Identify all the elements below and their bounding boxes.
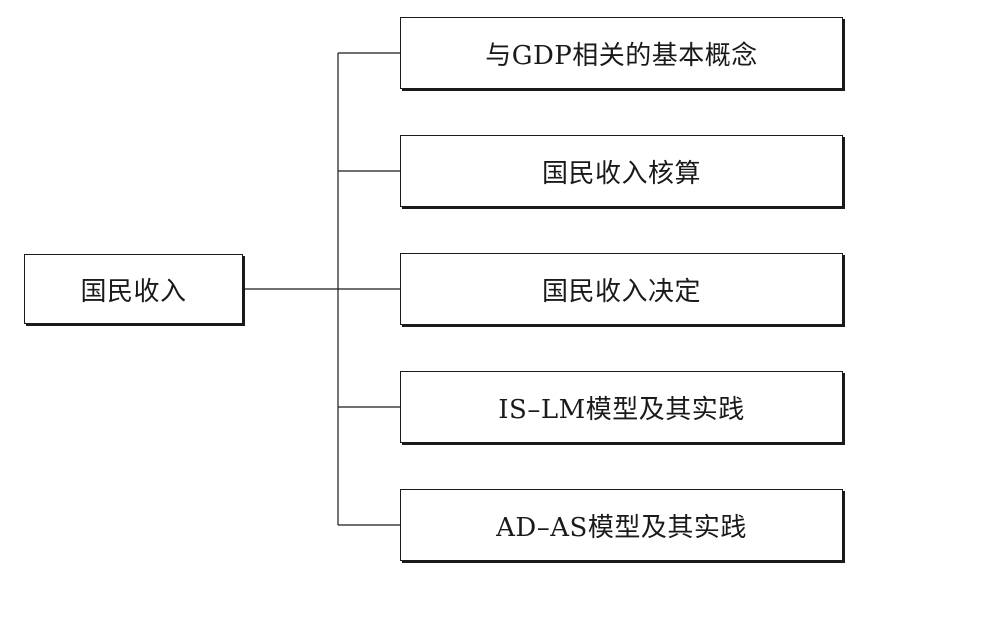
node-is-lm-model: IS–LM模型及其实践 bbox=[400, 371, 843, 443]
node-ad-as-model: AD–AS模型及其实践 bbox=[400, 489, 843, 561]
node-label: 国民收入核算 bbox=[541, 158, 701, 189]
node-national-income-accounting: 国民收入核算 bbox=[400, 135, 843, 207]
node-label: 国民收入决定 bbox=[541, 276, 701, 307]
node-label: AD–AS模型及其实践 bbox=[496, 512, 747, 543]
node-national-income-determination: 国民收入决定 bbox=[400, 253, 843, 325]
root-node-national-income: 国民收入 bbox=[24, 254, 243, 324]
node-label: IS–LM模型及其实践 bbox=[498, 394, 745, 425]
root-node-label: 国民收入 bbox=[80, 276, 187, 307]
node-label: 与GDP相关的基本概念 bbox=[485, 40, 758, 71]
node-gdp-basic-concepts: 与GDP相关的基本概念 bbox=[400, 17, 843, 89]
